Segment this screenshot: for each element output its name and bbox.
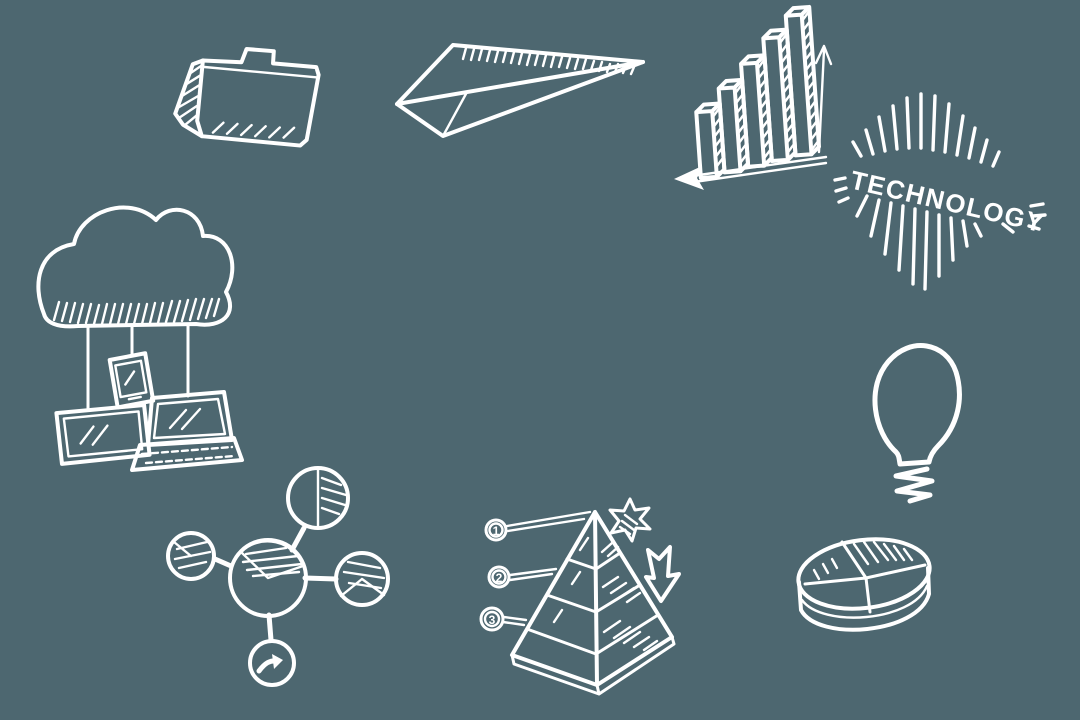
- pie-slice-lines: [803, 540, 927, 614]
- star-hatch: [618, 513, 639, 536]
- laptop-base: [130, 436, 244, 472]
- callout-3-ring-inner: [483, 610, 501, 628]
- pie-rim-seam: [800, 584, 929, 619]
- pie-chart-3d-icon: [782, 520, 942, 665]
- bar-5-hatch: [801, 10, 819, 151]
- technology-starburst: TECHNOLOGY: [833, 92, 1053, 292]
- folder-body: [195, 47, 321, 148]
- bar-5: [783, 5, 821, 158]
- phone-screen: [114, 359, 148, 399]
- tablet: [54, 402, 152, 466]
- callout-2-ring: [487, 565, 511, 589]
- pie-side: [797, 566, 931, 632]
- bulb-glass: [872, 343, 962, 467]
- callout-1-ring-inner: [488, 522, 504, 538]
- light-bulb-icon: [852, 328, 977, 506]
- folder-spine: [173, 58, 205, 139]
- callout-1-ring: [484, 518, 508, 542]
- plane-fold-line: [441, 90, 469, 138]
- bulb-base-scribble: [893, 466, 935, 504]
- pyramid-hatch: [552, 536, 659, 652]
- burst-rays-upper: [851, 92, 1001, 168]
- bar-chart-3d-icon: [666, 5, 846, 191]
- callout-2-leader: [508, 567, 558, 582]
- callout-2-ring-inner: [491, 569, 507, 585]
- left-node: [166, 531, 216, 581]
- callout-2-number: 2: [496, 571, 503, 585]
- center-node-wedge: [239, 540, 305, 580]
- laptop-keys-row2: [144, 454, 236, 465]
- plane-upper-wing: [395, 43, 645, 106]
- bar-4-hatch: [779, 33, 795, 154]
- phone-shine: [124, 370, 142, 401]
- folder-top-edge: [203, 65, 318, 79]
- burst-rays-lower: [855, 194, 1015, 291]
- bar-2-hatch: [734, 83, 748, 164]
- laptop-keys: [140, 445, 234, 456]
- callout-3-ring: [479, 606, 505, 632]
- folder-spine-hatch: [177, 63, 205, 127]
- baseline-arrow-head: [674, 166, 704, 190]
- laptop: [130, 390, 244, 472]
- down-arrow: [644, 545, 681, 603]
- callout-3-leader: [501, 615, 528, 627]
- network-pie-nodes-icon: [152, 452, 407, 702]
- pie-hatch: [852, 540, 914, 566]
- star-doodle: [608, 497, 652, 543]
- burst-dashes-left: [833, 176, 850, 204]
- bar-3-hatch: [757, 59, 772, 159]
- callout-3: 3: [479, 606, 528, 632]
- laptop-screen-inner: [152, 397, 227, 440]
- tablet-frame: [54, 402, 152, 466]
- center-node: [228, 538, 308, 618]
- bottom-node-arrow-head: [272, 654, 283, 669]
- right-node: [334, 551, 390, 607]
- left-node-hatch: [172, 540, 212, 570]
- tablet-shine: [79, 424, 109, 446]
- pyramid-base-thickness: [510, 635, 676, 696]
- paper-plane-icon: [383, 12, 653, 157]
- pyramid-levels-right: [594, 551, 660, 656]
- bar-1-hatch: [712, 107, 724, 168]
- callout-1: 1: [484, 510, 592, 542]
- hanging-lines: [86, 322, 190, 410]
- folder-page-ticks: [211, 121, 296, 139]
- cloud-hatch: [52, 297, 221, 326]
- callout-3-number: 3: [489, 613, 496, 627]
- smartphone: [107, 351, 156, 410]
- folder-icon: [158, 26, 338, 201]
- bottom-node: [248, 639, 296, 687]
- laptop-shine: [168, 407, 202, 431]
- cloud-devices-icon: [28, 188, 244, 488]
- pie-left-ticks: [812, 557, 839, 581]
- burst-dashes-right: [1027, 202, 1047, 231]
- pyramid-edges: [510, 510, 674, 687]
- callout-1-number: 1: [493, 524, 500, 538]
- callout-1-leader: [505, 510, 592, 533]
- baseline-arrow-shaft: [690, 155, 828, 184]
- plane-hatch: [461, 46, 636, 76]
- node-connectors: [212, 525, 339, 643]
- right-node-hatch: [342, 560, 386, 590]
- center-node-hatch: [241, 546, 304, 578]
- tablet-screen: [62, 410, 144, 458]
- callout-2: 2: [487, 565, 558, 589]
- pyramid-levels-left: [525, 557, 598, 656]
- pyramid-diagram-icon: 1 2 3: [462, 492, 707, 712]
- top-node-hatch: [320, 476, 348, 516]
- cloud-outline: [36, 205, 235, 329]
